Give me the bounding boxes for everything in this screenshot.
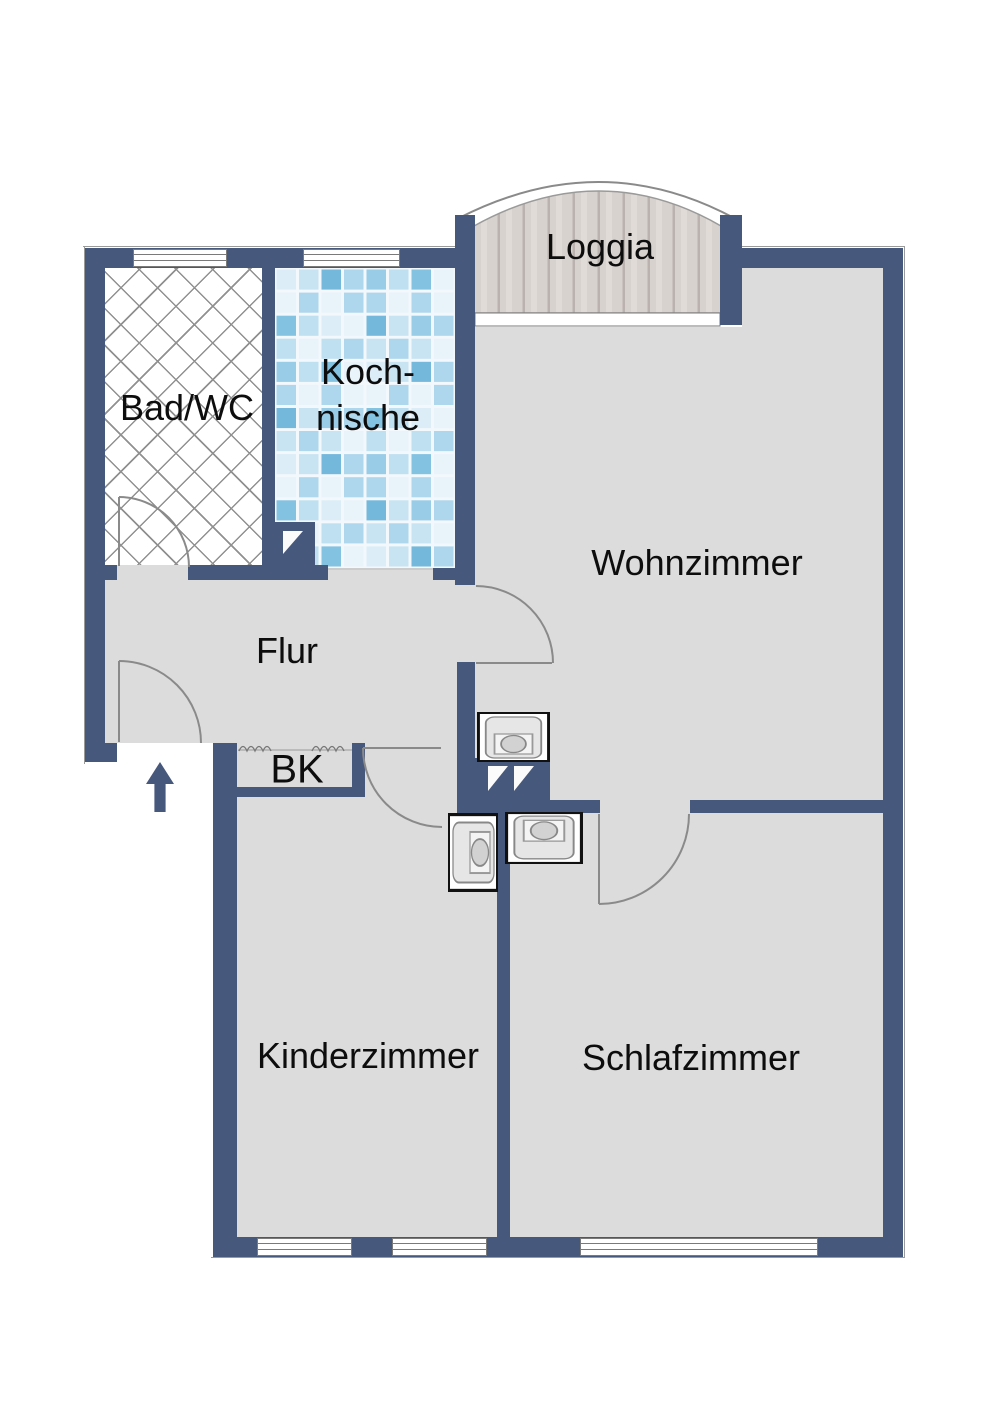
door-swing <box>362 747 443 828</box>
room-label-schlafzimmer: Schlafzimmer <box>581 1036 801 1078</box>
wall-bad-bottom-right <box>188 565 328 580</box>
room-label-koch-line1: Koch- <box>320 350 416 392</box>
window-kinder-1 <box>257 1238 352 1256</box>
closet-squiggle-icon <box>238 745 272 753</box>
wall-kinder-schlaf-divider <box>497 803 510 1237</box>
stove-icon-schlafzimmer <box>505 812 583 864</box>
outline-right <box>904 246 905 1258</box>
wall-left <box>85 248 105 762</box>
room-label-bad: Bad/WC <box>119 386 255 428</box>
wall-bad-koch <box>262 268 275 528</box>
room-label-koch-line2: nische <box>315 397 421 438</box>
window-schlaf <box>580 1238 818 1256</box>
wall-bad-bottom-left <box>105 565 117 580</box>
bad-wc-floor <box>105 268 262 565</box>
room-label-bk: BK <box>270 747 324 792</box>
bad-doorway-floor <box>117 565 188 580</box>
wohnzimmer-floor-ne <box>742 268 883 328</box>
window-koch <box>303 249 400 267</box>
door-swing <box>475 585 554 664</box>
loggia-outer-arc <box>458 181 735 219</box>
schlaf-door-gap <box>600 800 690 813</box>
room-label-loggia: Loggia <box>545 225 655 267</box>
wall-bk-right <box>352 743 365 797</box>
wall-bk-bottom <box>237 787 365 797</box>
kochnische-tile-floor <box>275 268 455 568</box>
wall-entry-stub <box>85 743 117 762</box>
room-label-wohnzimmer: Wohnzimmer <box>591 541 803 583</box>
wall-loggia-right <box>720 215 742 325</box>
room-label-flur: Flur <box>256 629 318 671</box>
closet-squiggle-icon <box>311 745 345 753</box>
wall-schlaf-top-left <box>457 800 600 813</box>
stove-icon-kinderzimmer <box>448 813 498 892</box>
outline-bottom <box>211 1257 905 1258</box>
outline-left <box>84 246 85 764</box>
door-swing <box>118 660 202 744</box>
room-label-kinderzimmer: Kinderzimmer <box>256 1034 480 1076</box>
wohn-door-gap <box>455 585 475 662</box>
flur-floor <box>105 580 457 743</box>
wall-koch-bottom-stub <box>433 568 457 580</box>
koch-doorway-floor <box>328 568 433 580</box>
door-swing <box>118 496 190 568</box>
wall-loggia-left <box>455 215 475 585</box>
schlafzimmer-floor <box>510 813 883 1237</box>
stove-icon-wohnzimmer <box>477 712 550 762</box>
window-kinder-2 <box>392 1238 487 1256</box>
wall-wohn-left-lower <box>457 662 475 758</box>
wall-top-right <box>720 248 903 268</box>
wall-right <box>883 248 903 1257</box>
room-label-koch: Koch- nische <box>316 349 420 441</box>
wall-schlaf-top-right <box>690 800 883 813</box>
wall-kinder-left <box>213 743 237 1257</box>
door-swing <box>598 813 690 905</box>
window-bad <box>133 249 227 267</box>
